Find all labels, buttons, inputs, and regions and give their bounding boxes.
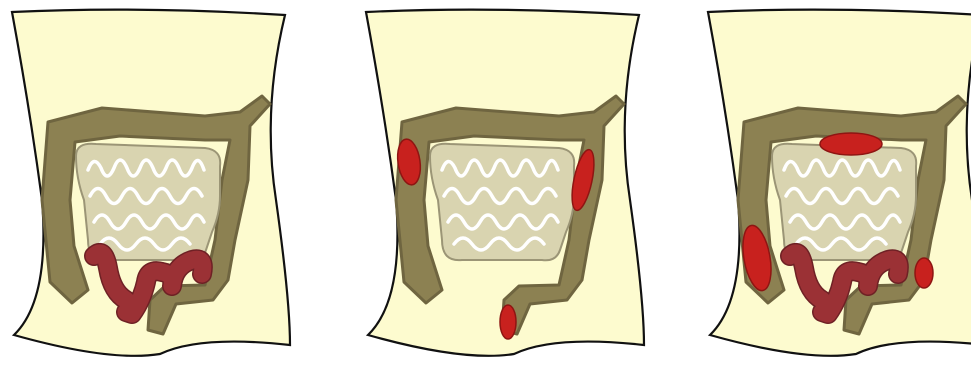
panel-3 xyxy=(708,10,971,356)
lesion-transverse-colon xyxy=(820,133,882,155)
lesion-rectum xyxy=(500,305,516,339)
panel-2 xyxy=(366,10,644,356)
abdomen-illustration xyxy=(12,10,290,356)
panel-1 xyxy=(12,10,290,356)
lesion-sigmoid-colon xyxy=(915,258,933,288)
